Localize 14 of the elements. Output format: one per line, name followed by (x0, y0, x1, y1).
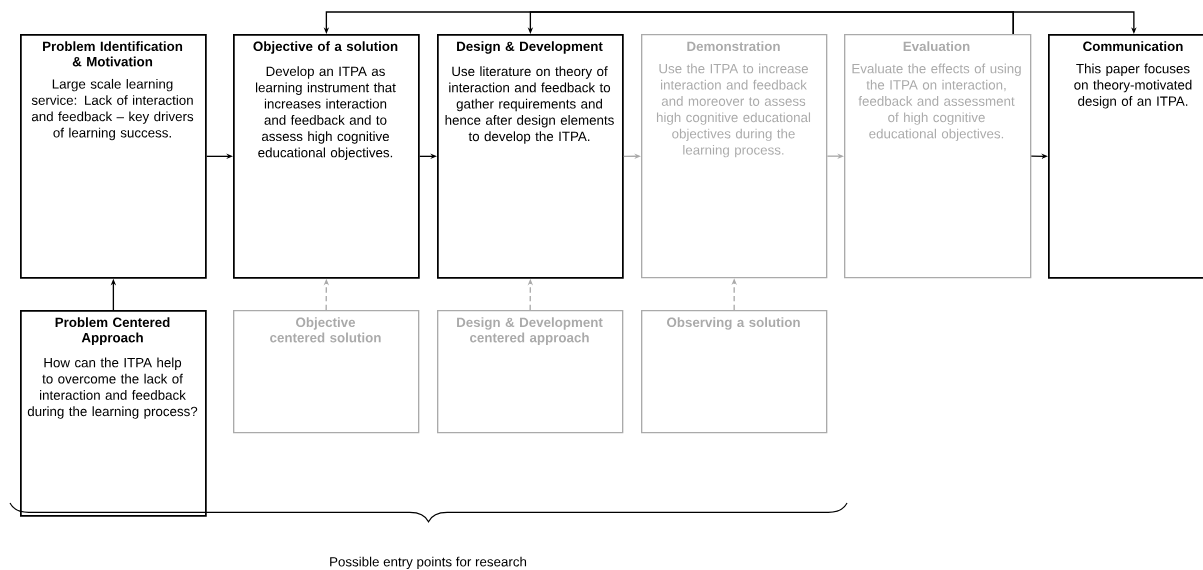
process-box: Objective centered solution (233, 310, 420, 434)
process-box: Objective of a solution Develop an ITPA as learning instrument that increases interaction and feedback and to assess high cognitive educational objectives. (233, 34, 420, 279)
process-box: Evaluation Evaluate the effects of using the ITPA on interaction, feedback and assessment of high cognitive educational objectives. (844, 34, 1032, 279)
process-box: Problem Identification & Motivation Large scale learning service: Lack of interaction and feedback – key drivers of learning success. (20, 34, 207, 279)
process-box: Demonstration Use the ITPA to increase interaction and feedback and moreover to assess high cognitive educational objectives during the learning process. (641, 34, 828, 279)
arrow (623, 153, 641, 159)
brace-label: Possible entry points for research (330, 556, 527, 570)
arrow (1012, 11, 1137, 35)
process-box: Design & Development centered approach (437, 310, 624, 434)
process-box: Design & Development Use literature on theory of interaction and feedback to gather requirements and hence after design elements to develop the ITPA. (437, 34, 624, 279)
arrow (826, 153, 844, 159)
process-box: Problem Centered Approach How can the ITPA help to overcome the lack of interaction and feedback during the learning process? (20, 310, 207, 517)
process-box: Observing a solution (641, 310, 828, 434)
process-box: Communication This paper focuses on theory-motivated design of an ITPA. (1048, 34, 1203, 279)
